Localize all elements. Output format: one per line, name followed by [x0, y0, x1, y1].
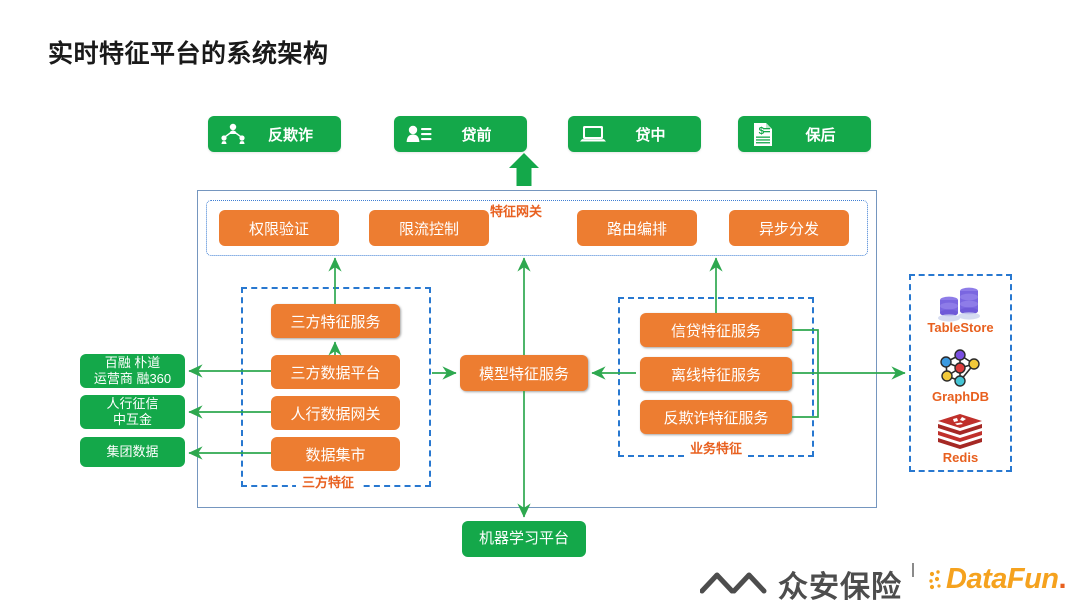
datafun-text: DataFun: [946, 563, 1059, 595]
scenario-label: 保后: [805, 126, 836, 144]
feature-gateway-group: [206, 200, 868, 256]
external-source-line2: 中互金: [112, 412, 152, 427]
graph-nodes-icon: [936, 347, 984, 394]
box-label: 离线特征服务: [670, 367, 761, 384]
box-label: 模型特征服务: [478, 366, 569, 383]
offline-feature-service[interactable]: 离线特征服务: [640, 357, 792, 391]
external-source-0[interactable]: 百融 朴道 运营商 融360: [80, 354, 185, 388]
scenario-button-preloan[interactable]: 贷前: [394, 116, 527, 152]
person-list-icon: [402, 124, 436, 144]
third-party-group-label: 三方特征: [296, 472, 361, 491]
redis-stack-icon: [935, 413, 985, 456]
zhongan-text: 众安保险: [778, 571, 902, 604]
pboc-data-gateway[interactable]: 人行数据网关: [271, 396, 400, 430]
scenario-label: 贷中: [635, 126, 666, 144]
third-party-feature-service[interactable]: 三方特征服务: [271, 304, 400, 338]
flow-up-arrow-icon: [506, 152, 542, 193]
storage-label-redis: Redis: [942, 450, 979, 465]
brand-zhongan: 众安保险: [700, 562, 902, 606]
fraud-network-icon: [216, 123, 250, 145]
external-source-line1: 人行征信: [106, 395, 159, 411]
gateway-item-ratelimit[interactable]: 限流控制: [369, 210, 489, 246]
box-label: 机器学习平台: [478, 530, 569, 547]
box-label: 反欺诈特征服务: [663, 410, 769, 427]
page-title: 实时特征平台的系统架构: [48, 40, 329, 68]
storage-label-tablestore: TableStore: [927, 320, 994, 335]
box-label: 三方特征服务: [290, 314, 381, 331]
feature-gateway-label: 特征网关: [490, 204, 543, 219]
storage-label-graphdb: GraphDB: [931, 389, 990, 404]
box-label: 三方数据平台: [290, 365, 381, 382]
data-mart[interactable]: 数据集市: [271, 437, 400, 471]
box-label: 信贷特征服务: [670, 323, 761, 340]
gateway-item-auth[interactable]: 权限验证: [219, 210, 339, 246]
gateway-item-label: 路由编排: [606, 221, 667, 238]
gateway-item-label: 权限验证: [248, 221, 309, 238]
gateway-item-label: 异步分发: [758, 221, 819, 238]
credit-feature-service[interactable]: 信贷特征服务: [640, 313, 792, 347]
scenario-button-fraud[interactable]: 反欺诈: [208, 116, 341, 152]
datafun-dot: .: [1058, 563, 1067, 595]
scenario-label: 反欺诈: [267, 126, 313, 144]
external-source-1[interactable]: 人行征信 中互金: [80, 395, 185, 429]
brand-separator: [912, 563, 914, 577]
external-source-line2: 运营商 融360: [93, 371, 172, 386]
gateway-item-label: 限流控制: [398, 221, 459, 238]
brand-datafun: DataFun .: [928, 563, 1067, 596]
external-source-2[interactable]: 集团数据: [80, 437, 185, 467]
laptop-icon: [576, 124, 610, 145]
gateway-item-async-dispatch[interactable]: 异步分发: [729, 210, 849, 246]
antifraud-feature-service[interactable]: 反欺诈特征服务: [640, 400, 792, 434]
model-feature-service[interactable]: 模型特征服务: [460, 355, 588, 391]
scenario-label: 贷前: [461, 126, 492, 144]
zhongan-chevron-icon: [700, 572, 767, 594]
ml-platform-box[interactable]: 机器学习平台: [462, 521, 586, 557]
third-party-data-platform[interactable]: 三方数据平台: [271, 355, 400, 389]
business-group-label: 业务特征: [684, 438, 749, 457]
gateway-item-routing[interactable]: 路由编排: [577, 210, 697, 246]
scenario-button-postloan[interactable]: $ 保后: [738, 116, 871, 152]
box-label: 人行数据网关: [290, 406, 381, 423]
datafun-dots-icon: [929, 569, 941, 589]
external-source-line1: 百融 朴道: [104, 354, 161, 370]
invoice-dollar-icon: $: [746, 122, 780, 147]
scenario-button-inloan[interactable]: 贷中: [568, 116, 701, 152]
database-cylinders-icon: [935, 284, 987, 331]
storage-group: [909, 274, 1012, 472]
box-label: 数据集市: [305, 447, 366, 464]
external-source-line1: 集团数据: [106, 443, 159, 459]
svg-text:$: $: [759, 126, 765, 137]
